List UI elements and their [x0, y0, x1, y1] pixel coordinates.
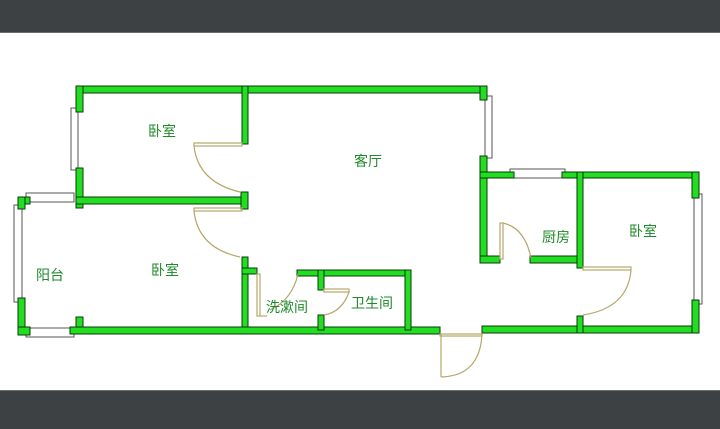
window-balcony-left	[13, 204, 23, 303]
wall-bath-right	[404, 269, 412, 331]
wall-central-b	[240, 191, 249, 210]
door-kitchen	[499, 222, 532, 260]
wall-left-top-bedroom-a	[75, 85, 84, 113]
wall-washroom-stub	[241, 267, 258, 275]
wall-bath-divider-b	[317, 314, 325, 331]
door-top-left-bedroom	[193, 142, 243, 193]
wall-kitchen-bottom-b	[529, 255, 584, 264]
wall-left-top-bedroom-b	[75, 167, 84, 209]
door-entrance	[439, 333, 483, 378]
wall-right-b	[691, 299, 700, 334]
window-living-room	[484, 95, 493, 159]
window-top-left-bedroom	[70, 107, 79, 171]
room-label-kitchen: 厨房	[542, 230, 570, 246]
wall-bottom-b	[481, 325, 700, 334]
room-label-wash-room: 洗漱间	[266, 300, 308, 316]
window-balcony-bottom	[25, 327, 75, 338]
room-label-bedroom-top-left: 卧室	[148, 124, 176, 140]
wall-central-a	[241, 85, 249, 145]
walls	[17, 85, 700, 336]
wall-bath-divider-a	[317, 269, 325, 291]
wall-right-a	[691, 171, 700, 199]
room-label-bedroom-bottom-left: 卧室	[151, 263, 179, 279]
wall-balcony-left-top	[17, 196, 26, 210]
door-bottom-left-bedroom	[193, 207, 243, 258]
wall-balcony-bottom-left	[17, 326, 31, 336]
window-right-bedroom	[693, 193, 703, 305]
wall-kitchen-bottom-a	[479, 255, 501, 264]
wall-kitchen-top-a	[479, 171, 515, 179]
door-right-bedroom	[582, 266, 632, 316]
wall-kitchen-right	[576, 171, 584, 269]
door-bathroom	[323, 288, 350, 316]
doors	[193, 142, 632, 378]
room-label-bedroom-right: 卧室	[629, 224, 657, 240]
bottom-frame-bar	[0, 390, 720, 429]
wall-living-right-a	[479, 85, 488, 101]
top-frame-bar	[0, 0, 720, 33]
window-balcony-top	[25, 192, 75, 203]
room-label-bathroom: 卫生间	[351, 296, 393, 312]
wall-right-bedroom-stub	[576, 315, 584, 334]
wall-bedrooms-divider	[75, 196, 248, 205]
room-label-living-room: 客厅	[354, 154, 382, 170]
room-label-balcony: 阳台	[36, 268, 64, 284]
wall-bath-top	[296, 269, 412, 277]
wall-bottom-a	[69, 326, 441, 335]
door-wash-room	[256, 273, 299, 317]
window-kitchen	[509, 168, 566, 179]
wall-top	[75, 85, 488, 94]
